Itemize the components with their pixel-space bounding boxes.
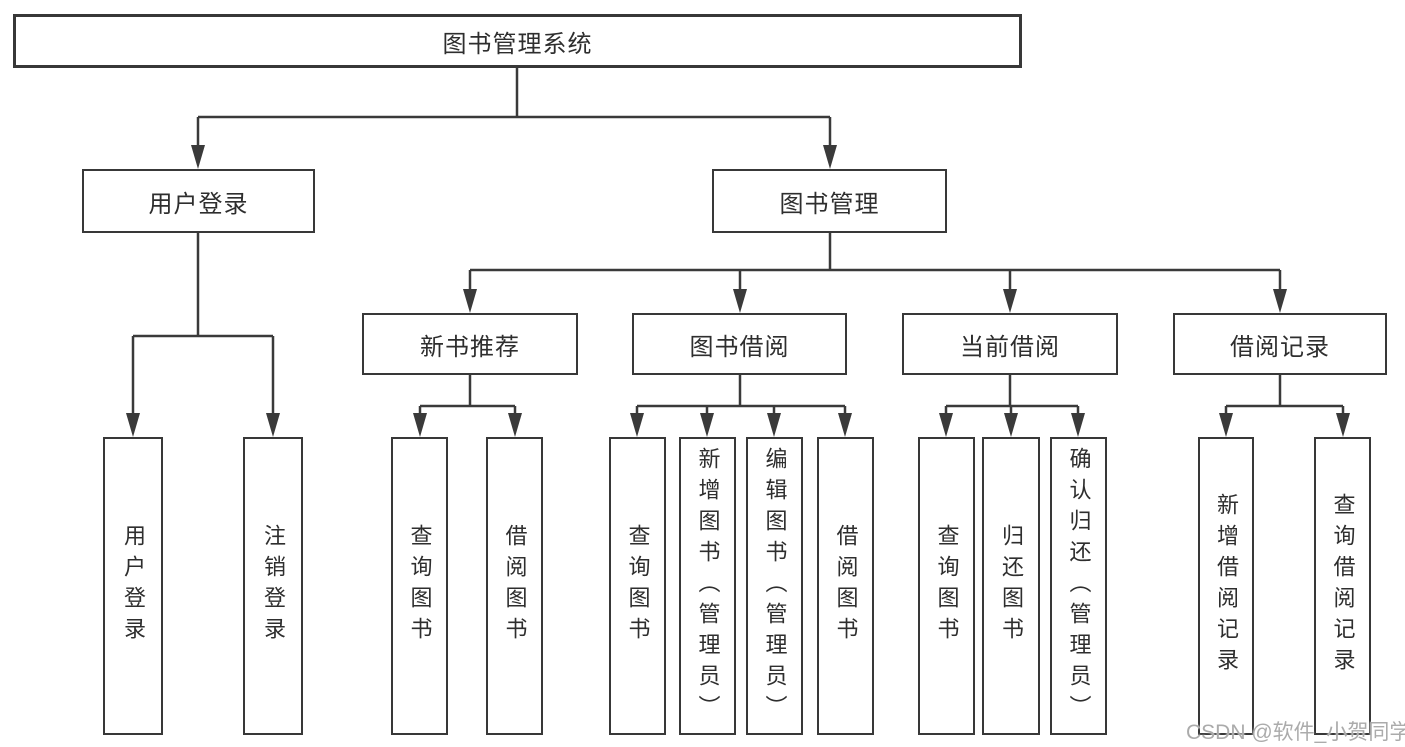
leaf-borrow-books-borrowing: 借阅图书 xyxy=(817,437,874,735)
node-book-borrowing: 图书借阅 xyxy=(632,313,847,375)
leaf-label: 查询借阅记录 xyxy=(1330,493,1356,679)
leaf-label: 归还图书 xyxy=(999,524,1024,648)
leaf-query-books-current: 查询图书 xyxy=(918,437,975,735)
leaf-label: 注销登录 xyxy=(261,524,286,648)
node-label: 图书管理系统 xyxy=(442,30,593,58)
node-new-book-recommend: 新书推荐 xyxy=(362,313,578,375)
leaf-label: 查询图书 xyxy=(934,524,960,648)
leaf-add-book-admin: 新增图书（管理员） xyxy=(679,437,736,735)
connector-book-borrowing-group xyxy=(630,375,852,437)
leaf-user-login: 用户登录 xyxy=(103,437,163,735)
node-label: 图书管理 xyxy=(779,190,880,218)
connector-new-book-recommend-group xyxy=(413,375,522,437)
node-current-borrowing: 当前借阅 xyxy=(902,313,1118,375)
leaf-label: 借阅图书 xyxy=(502,524,528,648)
node-label: 借阅记录 xyxy=(1230,333,1330,361)
node-label: 当前借阅 xyxy=(960,333,1060,361)
connector-root-to-level2 xyxy=(191,68,837,169)
csdn-watermark: CSDN @软件_小贺同学 xyxy=(1186,721,1405,744)
leaf-label: 新增借阅记录 xyxy=(1214,493,1239,679)
leaf-label: 确认归还（管理员） xyxy=(1066,446,1092,726)
leaf-add-borrow-record: 新增借阅记录 xyxy=(1198,437,1254,735)
leaf-logout: 注销登录 xyxy=(243,437,303,735)
leaf-confirm-return-admin: 确认归还（管理员） xyxy=(1050,437,1107,735)
connector-borrowing-records-group xyxy=(1219,375,1350,437)
leaf-label: 查询图书 xyxy=(625,524,651,648)
leaf-edit-book-admin: 编辑图书（管理员） xyxy=(746,437,803,735)
node-label: 用户登录 xyxy=(148,190,249,218)
leaf-return-book: 归还图书 xyxy=(982,437,1040,735)
node-book-management: 图书管理 xyxy=(712,169,947,233)
leaf-query-books-borrowing: 查询图书 xyxy=(609,437,666,735)
node-book-management-system: 图书管理系统 xyxy=(13,14,1022,68)
leaf-label: 借阅图书 xyxy=(833,524,859,648)
leaf-borrow-books-recommend: 借阅图书 xyxy=(486,437,543,735)
connector-book-management-to-level3 xyxy=(463,233,1287,313)
node-borrowing-records: 借阅记录 xyxy=(1173,313,1387,375)
leaf-label: 新增图书（管理员） xyxy=(695,446,721,726)
node-user-login: 用户登录 xyxy=(82,169,315,233)
node-label: 新书推荐 xyxy=(420,333,520,361)
leaf-query-books-recommend: 查询图书 xyxy=(391,437,448,735)
leaf-label: 查询图书 xyxy=(407,524,433,648)
leaf-label: 用户登录 xyxy=(121,524,146,648)
leaf-query-borrow-record: 查询借阅记录 xyxy=(1314,437,1371,735)
connector-user-login-branch xyxy=(126,233,280,437)
leaf-label: 编辑图书（管理员） xyxy=(762,446,788,726)
node-label: 图书借阅 xyxy=(689,333,790,361)
connector-current-borrowing-group xyxy=(939,375,1085,437)
